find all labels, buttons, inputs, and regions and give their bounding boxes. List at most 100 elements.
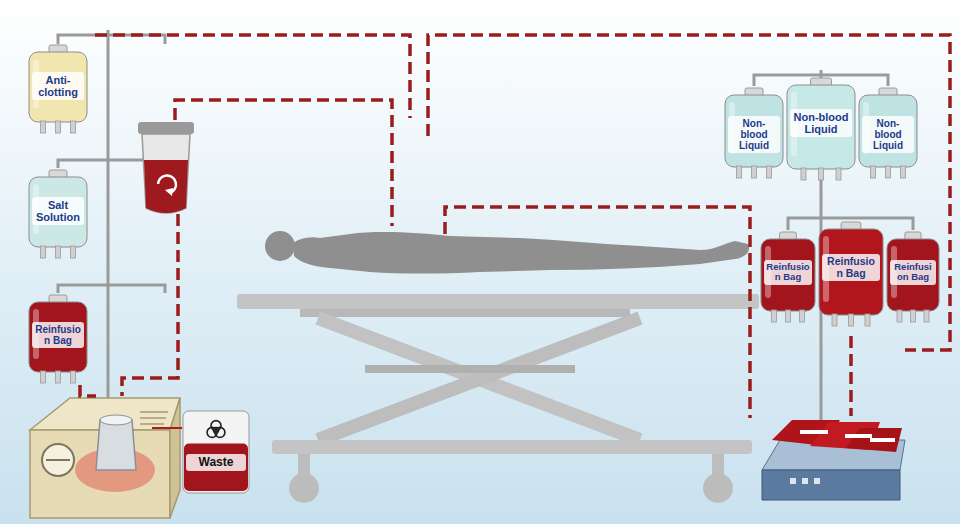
- bag-port: [897, 310, 902, 322]
- bag-label: Reinfusion Bag: [822, 254, 880, 281]
- waste-line: [152, 427, 182, 429]
- bag-band: [800, 432, 895, 440]
- bag-port: [71, 121, 76, 133]
- bag-port: [41, 371, 46, 383]
- waste-liquid: [184, 444, 248, 491]
- bag-label: Reinfusion Bag: [890, 260, 936, 285]
- bag-port: [41, 121, 46, 133]
- bag-port: [911, 310, 916, 322]
- tube: [175, 100, 392, 226]
- button: [790, 478, 796, 484]
- bag-text: Anti-clotting: [34, 74, 82, 98]
- tube: [80, 385, 96, 396]
- bag-body: [761, 239, 815, 311]
- button: [814, 478, 820, 484]
- tube: [122, 214, 178, 396]
- bag-text: Salt Solution: [34, 199, 82, 223]
- bag-port: [752, 166, 757, 178]
- frame-bar: [365, 365, 575, 373]
- patient: [265, 231, 749, 274]
- bag-body: [725, 95, 783, 167]
- mattress: [237, 294, 759, 309]
- bag-label: Salt Solution: [32, 197, 84, 225]
- fluid-bag: Non-blood Liquid: [858, 88, 918, 180]
- waste-box: [183, 411, 249, 493]
- bag-body: [29, 302, 87, 372]
- bag-port: [865, 314, 870, 326]
- bag-port: [737, 166, 742, 178]
- bag-port: [71, 371, 76, 383]
- bag-text: Reinfusion Bag: [34, 324, 82, 346]
- bag-port: [767, 166, 772, 178]
- dial: [42, 444, 74, 476]
- base: [272, 440, 752, 454]
- bag-body: [787, 85, 855, 169]
- fluid-bag: Reinfusion Bag: [28, 295, 88, 385]
- fluid-bag: Anti-clotting: [28, 45, 88, 135]
- canister-blood: [144, 160, 188, 213]
- body: [293, 232, 749, 273]
- wheel-post: [298, 454, 310, 476]
- bag-text: Non-blood Liquid: [730, 118, 778, 151]
- fluid-bag: Salt Solution: [28, 170, 88, 260]
- platelet-agitator: [762, 420, 905, 500]
- bag-label: Anti-clotting: [32, 72, 84, 100]
- bag-label: Reinfusion Bag: [32, 322, 84, 348]
- tubing: [80, 35, 950, 418]
- fluid-bag: Non-blood Liquid: [786, 78, 856, 182]
- bag-text: Reinfusion Bag: [824, 256, 878, 279]
- tube: [849, 336, 853, 416]
- bag-outline: [182, 410, 250, 494]
- bag-text: Reinfusion Bag: [766, 262, 810, 283]
- centrifuge-top: [100, 415, 132, 425]
- bag-text: Non-blood Liquid: [864, 118, 912, 151]
- bag-port: [56, 121, 61, 133]
- vents: [140, 412, 168, 424]
- bag-port: [786, 310, 791, 322]
- bag-text: Waste: [188, 456, 244, 469]
- bag-body: [819, 229, 883, 315]
- separation-machine: [30, 398, 180, 518]
- fluid-bag: Non-blood Liquid: [724, 88, 784, 180]
- tube: [95, 35, 410, 118]
- bag-port: [71, 246, 76, 258]
- stretcher: [237, 294, 759, 503]
- bag-port: [56, 371, 61, 383]
- bag-port: [836, 168, 841, 180]
- fluid-bag: Reinfusion Bag: [760, 232, 816, 324]
- bag-body: [859, 95, 917, 167]
- bag-body: [29, 52, 87, 122]
- bag-port: [800, 310, 805, 322]
- wheel-post: [712, 454, 724, 476]
- fluid-bag: Reinfusion Bag: [818, 222, 884, 328]
- bag-port: [41, 246, 46, 258]
- button: [802, 478, 808, 484]
- tube: [445, 207, 750, 418]
- canister-body: [142, 134, 190, 213]
- bag-body: [29, 177, 87, 247]
- frame-leg: [318, 318, 640, 440]
- centrifuge: [96, 420, 136, 470]
- bag-port: [772, 310, 777, 322]
- bag-port: [819, 168, 824, 180]
- fluid-bag: Reinfusion Bag: [886, 232, 940, 324]
- wheel: [703, 473, 733, 503]
- bag-body: [887, 239, 939, 311]
- frame-leg: [318, 318, 640, 440]
- rotation-arrow: [165, 188, 173, 196]
- bag-port: [832, 314, 837, 326]
- bag-port: [849, 314, 854, 326]
- reservoir-canister: [138, 122, 194, 213]
- head: [265, 231, 295, 261]
- wheel: [289, 473, 319, 503]
- bag-port: [901, 166, 906, 178]
- bag-port: [924, 310, 929, 322]
- bag-port: [886, 166, 891, 178]
- bag-text: Non-blood Liquid: [792, 111, 850, 135]
- tube: [428, 35, 950, 350]
- bag-port: [801, 168, 806, 180]
- bag-label: Non-blood Liquid: [790, 109, 852, 137]
- bag-text: Reinfusion Bag: [892, 262, 934, 283]
- bag-port: [871, 166, 876, 178]
